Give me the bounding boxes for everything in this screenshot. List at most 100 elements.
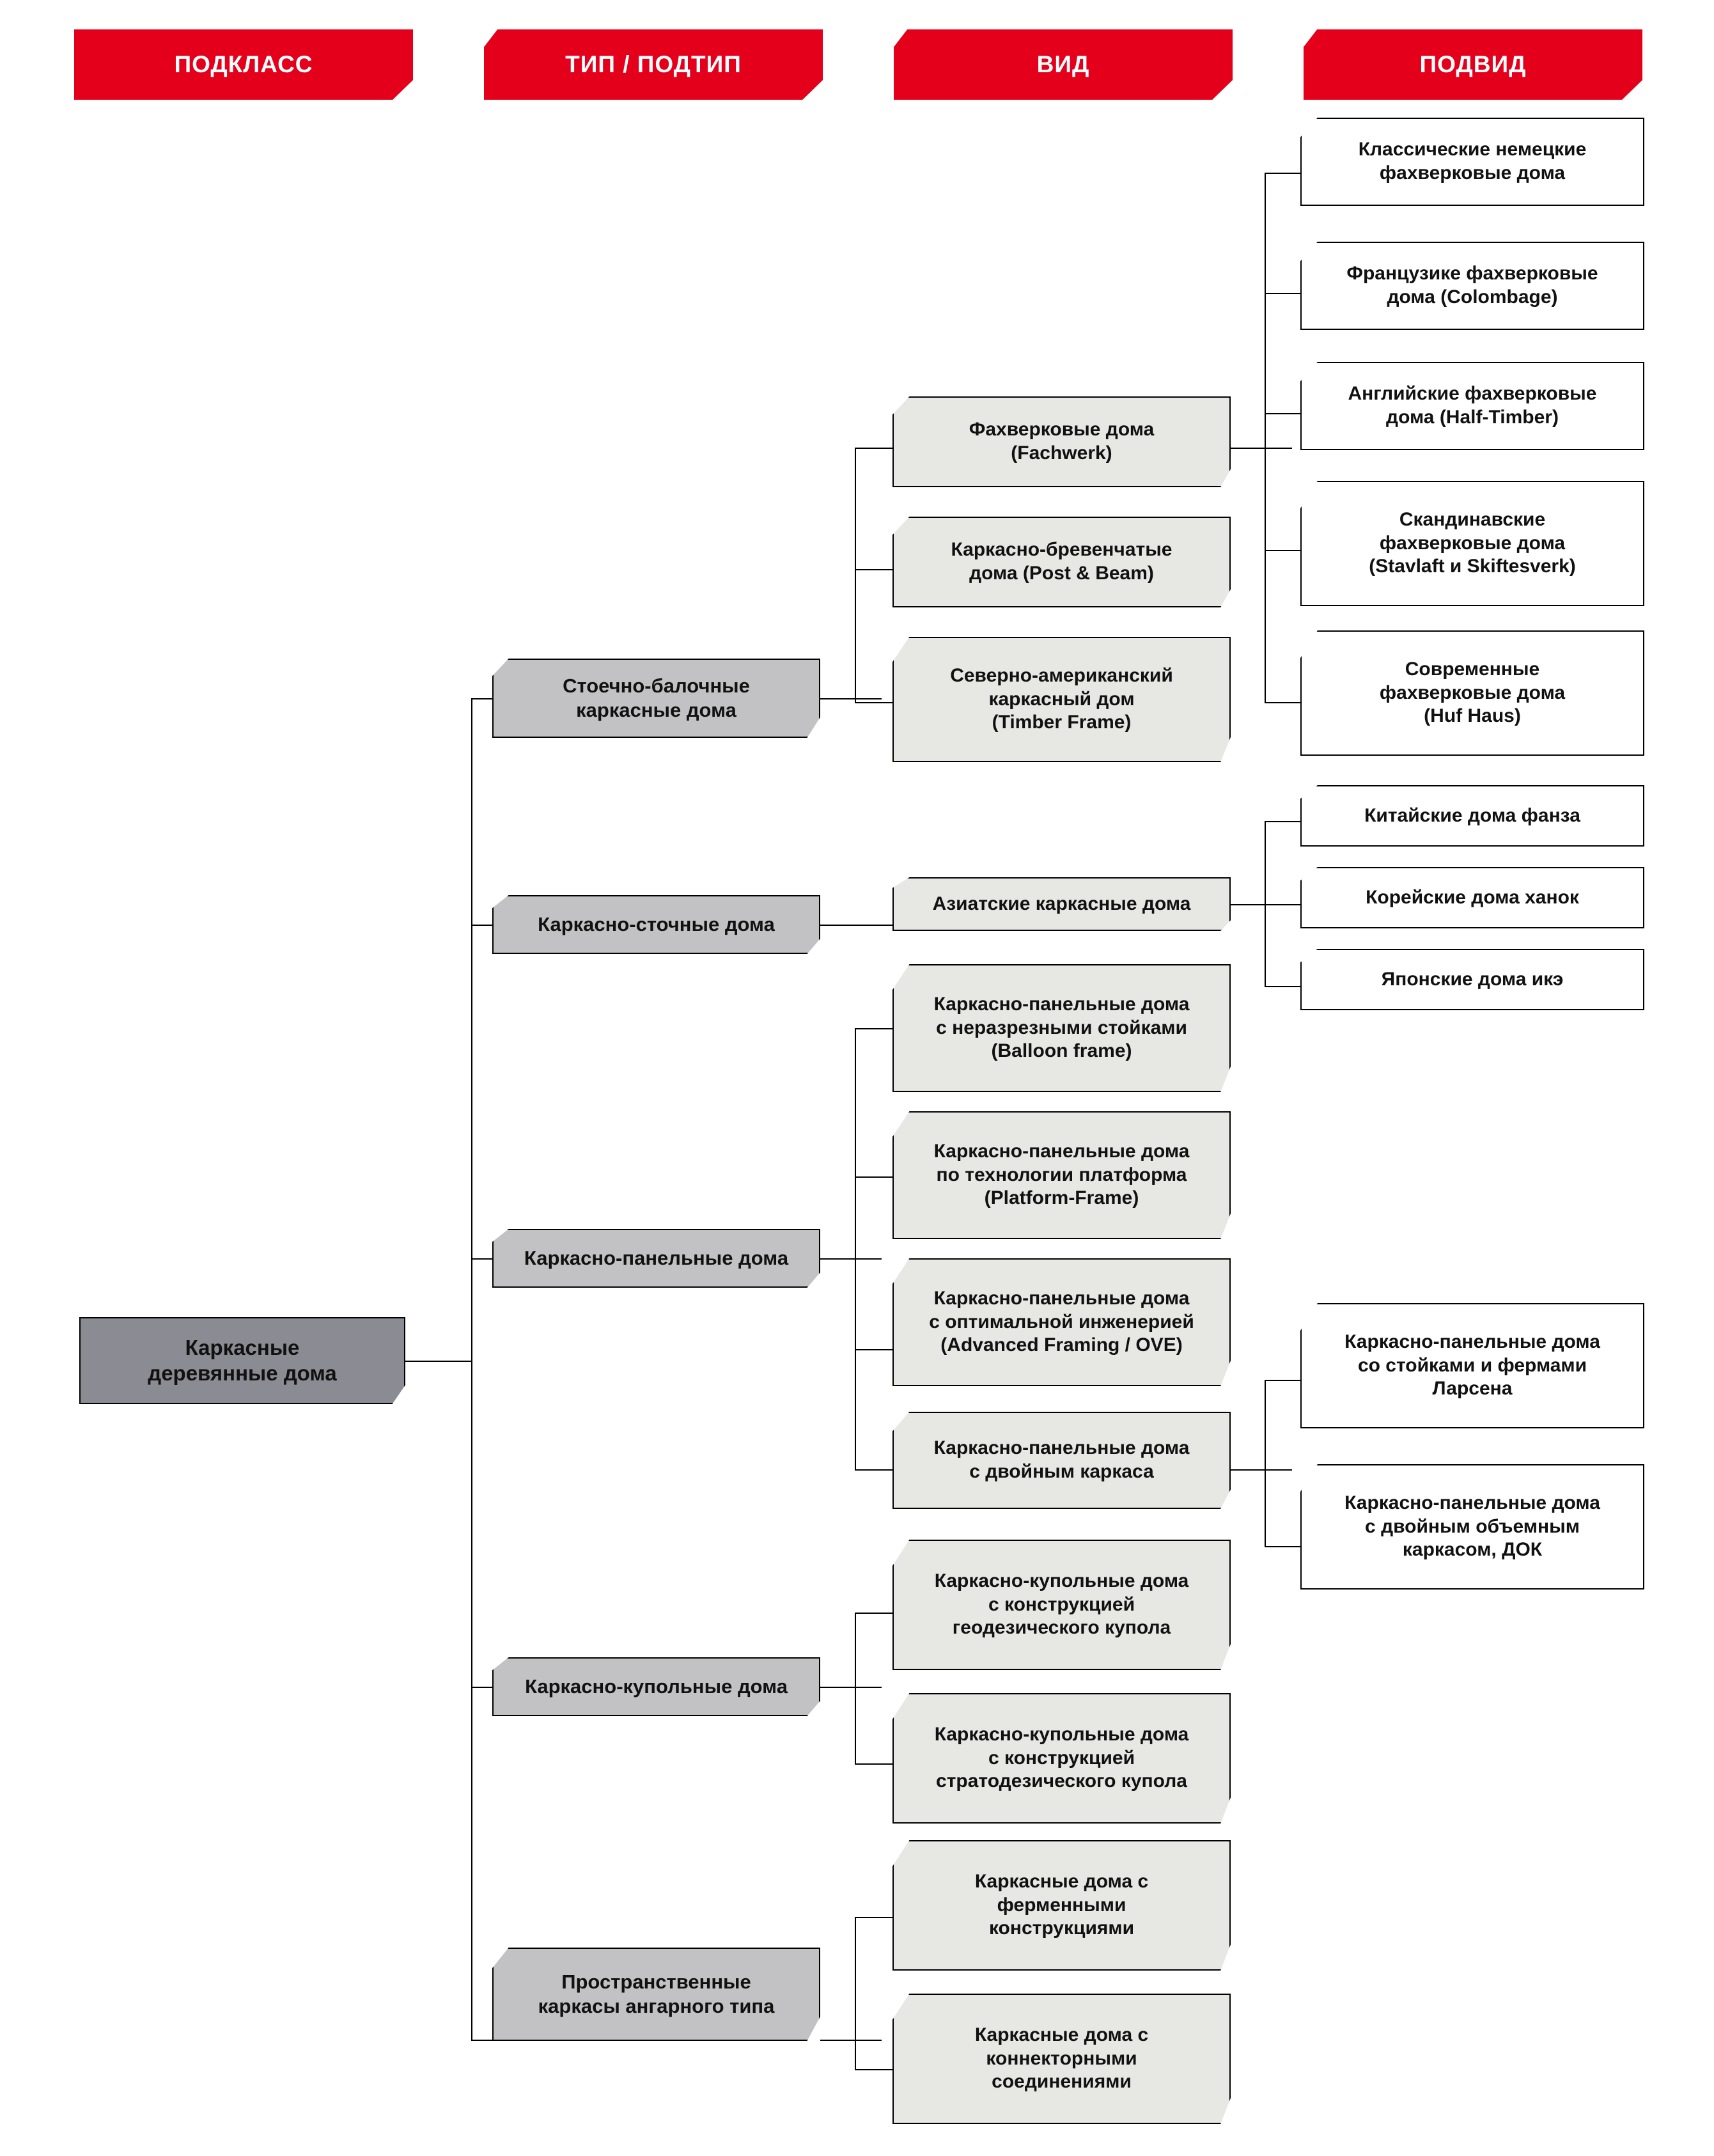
connector-asian-out — [1231, 904, 1292, 905]
column-header-type-label: ТИП / ПОДТИП — [565, 51, 742, 77]
connector-to-geodesic — [855, 1613, 921, 1614]
connector-to-dok — [1265, 1546, 1331, 1547]
connector-to-advanced — [855, 1349, 921, 1350]
connector-to-chinese — [1265, 821, 1331, 822]
connector-to-timber-frame — [855, 702, 921, 703]
connector-dome-spine — [855, 1613, 856, 1765]
connector-to-modern — [1265, 702, 1331, 703]
node-frame-drain[interactable]: Каркасно-сточные дома — [492, 895, 820, 954]
connector-to-korean — [1265, 904, 1331, 905]
node-fachwerk-label: Фахверковые дома(Fachwerk) — [969, 419, 1155, 464]
connector-panel-out — [820, 1258, 882, 1260]
node-fachwerk[interactable]: Фахверковые дома(Fachwerk) — [892, 396, 1231, 487]
column-header-subkind-label: ПОДВИД — [1419, 51, 1527, 77]
column-header-kind-label: ВИД — [1036, 51, 1090, 77]
connector-dome-out — [820, 1687, 882, 1688]
connector-frame-drain-out — [820, 925, 921, 926]
connector-to-larsen — [1265, 1380, 1331, 1381]
connector-fachwerk-out — [1231, 448, 1292, 449]
node-dome-label: Каркасно-купольные дома — [525, 1675, 788, 1698]
node-chinese-label: Китайские дома фанза — [1364, 804, 1580, 826]
connector-to-post-and-beam — [855, 569, 921, 570]
connector-level2-spine — [471, 698, 472, 2040]
connector-to-connector-joints — [855, 2069, 921, 2070]
node-dome[interactable]: Каркасно-купольные дома — [492, 1657, 820, 1716]
connector-root-stub — [405, 1361, 472, 1362]
connector-to-truss — [855, 1917, 921, 1918]
node-chinese[interactable]: Китайские дома фанза — [1300, 785, 1644, 847]
node-asian[interactable]: Азиатские каркасные дома — [892, 877, 1231, 931]
connector-to-japanese — [1265, 986, 1331, 987]
connector-hangar-out — [820, 2040, 882, 2041]
node-korean[interactable]: Корейские дома ханок — [1300, 867, 1644, 928]
connector-to-english — [1265, 413, 1331, 414]
connector-asian-spine — [1265, 821, 1266, 986]
connector-to-scandi — [1265, 550, 1331, 551]
connector-double-frame-spine — [1265, 1380, 1266, 1546]
node-japanese-label: Японские дома икэ — [1381, 968, 1564, 990]
column-header-kind: ВИД — [894, 29, 1233, 100]
node-korean-label: Корейские дома ханок — [1366, 886, 1579, 908]
column-header-subkind: ПОДВИД — [1304, 29, 1642, 100]
connector-post-beam-out — [820, 698, 882, 699]
connector-panel-spine — [855, 1028, 856, 1469]
node-panel[interactable]: Каркасно-панельные дома — [492, 1229, 820, 1288]
connector-double-frame-out — [1231, 1469, 1292, 1471]
connector-post-beam-spine — [855, 448, 856, 703]
connector-to-german — [1265, 173, 1331, 174]
node-japanese[interactable]: Японские дома икэ — [1300, 949, 1644, 1010]
connector-to-fachwerk — [855, 448, 921, 449]
column-header-subclass-label: ПОДКЛАСС — [174, 51, 313, 77]
node-frame-drain-label: Каркасно-сточные дома — [538, 913, 775, 936]
connector-fachwerk-spine — [1265, 173, 1266, 703]
connector-to-stratodesic — [855, 1763, 921, 1765]
connector-to-balloon — [855, 1028, 921, 1029]
column-header-subclass: ПОДКЛАСС — [74, 29, 413, 100]
connector-to-french — [1265, 293, 1331, 294]
connector-to-double-frame — [855, 1469, 921, 1471]
column-header-type: ТИП / ПОДТИП — [484, 29, 823, 100]
node-panel-label: Каркасно-панельные дома — [524, 1247, 789, 1270]
node-asian-label: Азиатские каркасные дома — [932, 893, 1191, 914]
connector-to-platform — [855, 1176, 921, 1178]
